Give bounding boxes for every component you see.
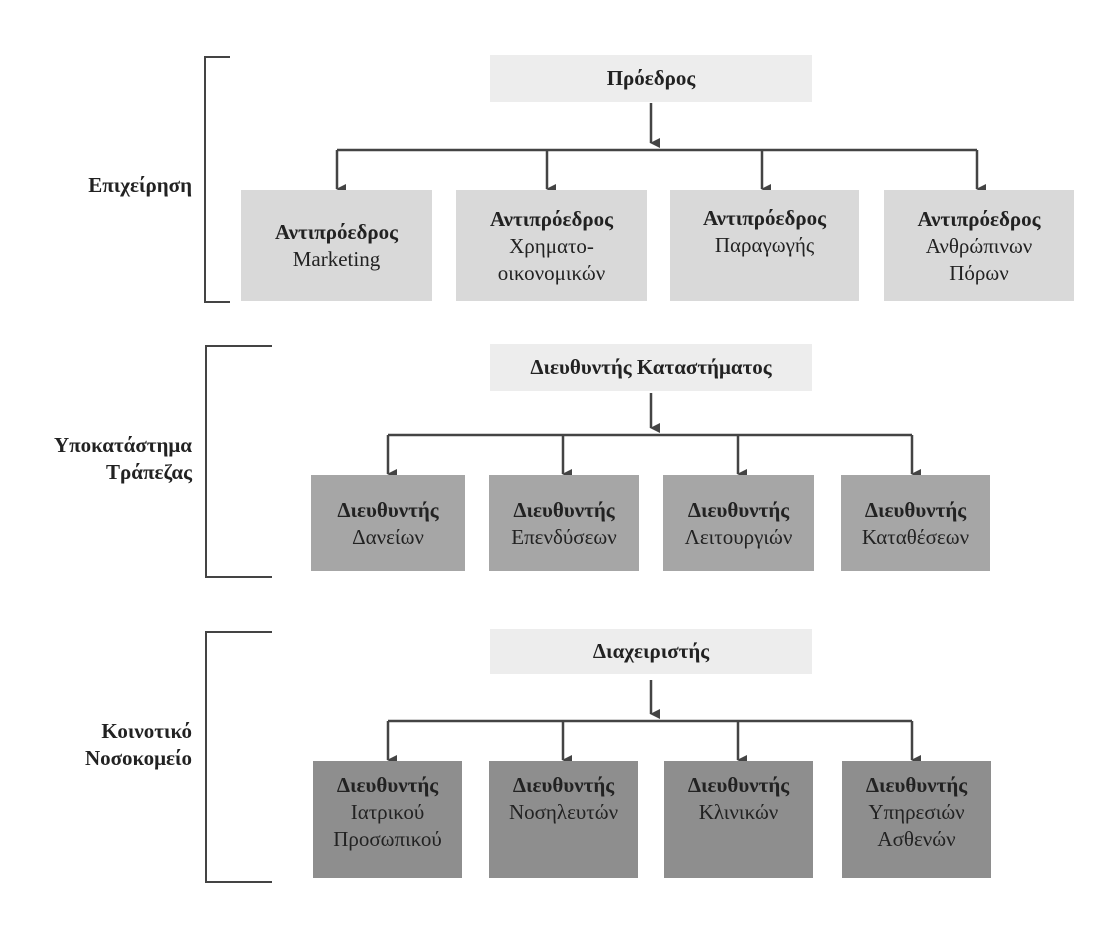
head-box-branch-manager: Διευθυντής Καταστήματος: [490, 344, 812, 391]
org-box-subtitle: Υπηρεσιών Ασθενών: [868, 800, 965, 851]
org-box-subtitle: Κλινικών: [698, 800, 779, 824]
org-box-bank-2: Διευθυντής Επενδύσεων: [489, 475, 639, 571]
org-box-subtitle: Καταθέσεων: [861, 524, 970, 549]
head-box-president: Πρόεδρος: [490, 55, 812, 102]
section-bracket-3: [205, 631, 272, 883]
org-box-subtitle: Ανθρώπινων Πόρων: [925, 233, 1033, 285]
org-box-bank-3: Διευθυντής Λειτουργιών: [663, 475, 814, 571]
org-box-title: Διευθυντής: [687, 773, 790, 797]
org-box-subtitle: Λειτουργιών: [684, 524, 793, 549]
org-box-subtitle: Ιατρικού Προσωπικού: [333, 800, 442, 851]
org-box-subtitle: Παραγωγής: [714, 233, 815, 257]
org-box-title: Αντιπρόεδρος: [275, 220, 398, 244]
org-box-title: Διευθυντής: [512, 773, 615, 797]
org-box-hospital-4: Διευθυντής Υπηρεσιών Ασθενών: [842, 761, 991, 878]
org-box-title: Διευθυντής: [864, 497, 967, 522]
section-bracket-2: [205, 345, 272, 578]
org-box-business-1: Αντιπρόεδρος Marketing: [241, 190, 432, 301]
org-box-subtitle: Νοσηλευτών: [508, 800, 619, 824]
org-box-subtitle: Marketing: [292, 247, 381, 271]
section-label-hospital: Κοινοτικό Νοσοκομείο: [84, 719, 192, 770]
section-label-business: Επιχείρηση: [88, 173, 192, 197]
org-box-business-2: Αντιπρόεδρος Χρηματο- οικονομικών: [456, 190, 647, 301]
head-box-administrator: Διαχειριστής: [490, 629, 812, 674]
org-box-title: Αντιπρόεδρος: [703, 206, 826, 230]
org-box-title: Διευθυντής: [337, 497, 439, 522]
org-box-hospital-3: Διευθυντής Κλινικών: [664, 761, 813, 878]
org-box-title: Αντιπρόεδρος: [917, 206, 1041, 231]
org-box-bank-4: Διευθυντής Καταθέσεων: [841, 475, 990, 571]
org-box-bank-1: Διευθυντής Δανείων: [311, 475, 465, 571]
org-box-title: Αντιπρόεδρος: [490, 206, 613, 231]
org-box-business-4: Αντιπρόεδρος Ανθρώπινων Πόρων: [884, 190, 1074, 301]
org-box-subtitle: Δανείων: [352, 524, 424, 549]
org-box-title: Διευθυντής: [336, 773, 439, 797]
org-box-title: Διευθυντής: [865, 773, 968, 797]
section-label-bank-branch: Υποκατάστημα Τράπεζας: [54, 433, 192, 484]
org-box-subtitle: Χρηματο- οικονομικών: [497, 233, 606, 285]
section-bracket-1: [204, 56, 230, 303]
org-box-business-3: Αντιπρόεδρος Παραγωγής: [670, 190, 859, 301]
org-box-title: Διευθυντής: [513, 497, 615, 522]
org-box-hospital-2: Διευθυντής Νοσηλευτών: [489, 761, 638, 878]
org-box-hospital-1: Διευθυντής Ιατρικού Προσωπικού: [313, 761, 462, 878]
org-box-title: Διευθυντής: [687, 497, 790, 522]
org-box-subtitle: Επενδύσεων: [511, 524, 617, 549]
